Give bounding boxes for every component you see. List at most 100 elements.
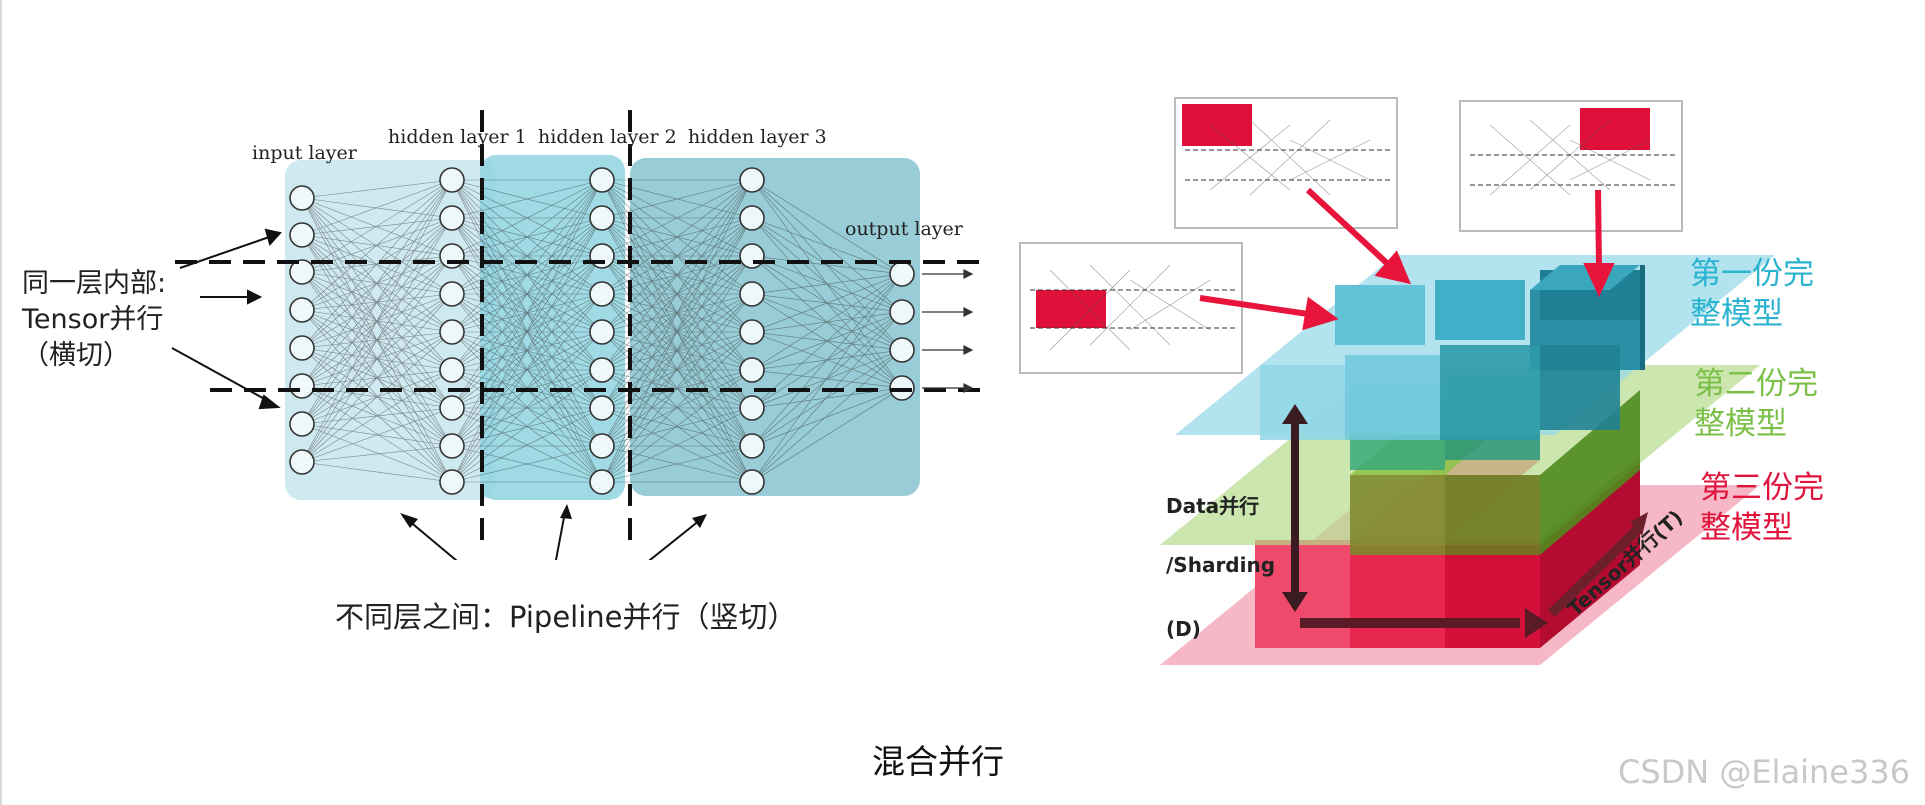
network-edge — [451, 179, 603, 219]
network-node — [439, 469, 465, 495]
network-edge — [751, 273, 903, 409]
horizontal-axis-arrow — [1300, 608, 1548, 638]
figure-caption: 混合并行 — [872, 742, 1004, 781]
cubes-layer1 — [1260, 265, 1645, 440]
network-edge — [301, 309, 453, 483]
model-label-2-line1: 第二份完 — [1694, 366, 1818, 402]
model-label-2-line2: 整模型 — [1694, 406, 1787, 442]
network-edge — [451, 293, 603, 447]
network-edge — [451, 217, 603, 483]
network-edge — [301, 407, 453, 463]
model-label-1-line1: 第一份完 — [1690, 256, 1814, 292]
data-axis-label-line1: Data并行 — [1166, 494, 1260, 518]
network-edge — [301, 271, 453, 483]
network-edge — [751, 273, 903, 483]
network-edge — [451, 179, 603, 333]
network-edge — [601, 293, 753, 483]
network-node — [589, 395, 615, 421]
network-edge — [601, 179, 753, 219]
network-node — [439, 167, 465, 193]
network-node — [889, 299, 915, 325]
network-node — [739, 167, 765, 193]
network-edge — [301, 255, 453, 463]
network-node — [589, 357, 615, 383]
thumbnail-top-right — [1459, 100, 1683, 232]
network-edge — [301, 179, 453, 273]
network-edge — [601, 331, 753, 447]
network-edge — [451, 179, 603, 371]
network-edge — [451, 179, 603, 447]
network-node — [289, 335, 315, 361]
input-layer-label: input layer — [252, 142, 357, 164]
network-edge — [751, 349, 903, 483]
network-edge — [601, 331, 753, 483]
network-edge — [601, 407, 753, 483]
neural-network-diagram — [171, 110, 990, 560]
network-node — [589, 205, 615, 231]
network-edge — [301, 369, 453, 463]
network-edge — [451, 331, 603, 483]
network-edge — [451, 407, 603, 483]
network-node — [289, 411, 315, 437]
network-edge — [601, 179, 753, 409]
network-edge — [601, 293, 753, 447]
network-edge — [601, 179, 753, 447]
network-node — [589, 167, 615, 193]
network-edge — [601, 179, 753, 333]
model-label-3: 第三份完 整模型 — [1700, 468, 1824, 548]
network-node — [739, 319, 765, 345]
network-edge — [601, 407, 753, 447]
data-axis-arrow — [1282, 404, 1308, 612]
network-node — [739, 395, 765, 421]
network-edge — [451, 407, 603, 447]
network-edge — [751, 387, 903, 483]
network-edge — [751, 349, 903, 447]
network-node — [739, 469, 765, 495]
hidden-layer-2-label: hidden layer 2 — [538, 126, 677, 148]
network-edge — [601, 179, 753, 295]
network-edge — [451, 445, 603, 483]
network-edge — [601, 445, 753, 483]
network-edge — [751, 387, 903, 447]
network-node — [589, 433, 615, 459]
network-edge — [301, 179, 453, 349]
network-edge — [751, 273, 903, 371]
tensor-parallel-label: 同一层内部: Tensor并行 （横切） — [22, 266, 166, 374]
tensor-label-line1: 同一层内部: — [22, 268, 167, 299]
network-edge — [451, 179, 603, 295]
model-label-2: 第二份完 整模型 — [1694, 364, 1818, 444]
network-node — [289, 185, 315, 211]
network-edge — [601, 179, 753, 483]
network-node — [889, 337, 915, 363]
network-edge — [601, 217, 753, 447]
pipeline-arrowheads — [400, 504, 707, 528]
network-node — [289, 259, 315, 285]
network-edge — [451, 369, 603, 447]
network-node — [439, 395, 465, 421]
network-node — [439, 433, 465, 459]
hidden-layer-1-label: hidden layer 1 — [388, 126, 527, 148]
network-edge — [451, 255, 603, 483]
pipeline-arrows — [407, 511, 701, 560]
network-edge — [451, 255, 603, 447]
network-edge — [301, 197, 453, 371]
tensor-axis-arrow — [1548, 512, 1648, 617]
network-edge — [751, 311, 903, 483]
network-node — [739, 357, 765, 383]
tensor-arrows — [171, 228, 282, 410]
network-node — [739, 433, 765, 459]
hybrid-parallel-3d-diagram — [1019, 97, 1775, 665]
network-edge — [751, 273, 903, 295]
network-node — [439, 205, 465, 231]
red-pointer-arrows — [1199, 187, 1615, 331]
network-edge — [451, 369, 603, 483]
network-node — [289, 222, 315, 248]
network-nodes — [289, 167, 915, 495]
network-edge — [301, 331, 453, 463]
network-edge — [601, 255, 753, 483]
tensor-label-line2: Tensor并行 — [22, 304, 164, 335]
network-edge — [301, 179, 453, 311]
watermark: CSDN @Elaine336 — [1618, 753, 1911, 791]
network-node — [589, 281, 615, 307]
model-label-1-line2: 整模型 — [1690, 296, 1783, 332]
